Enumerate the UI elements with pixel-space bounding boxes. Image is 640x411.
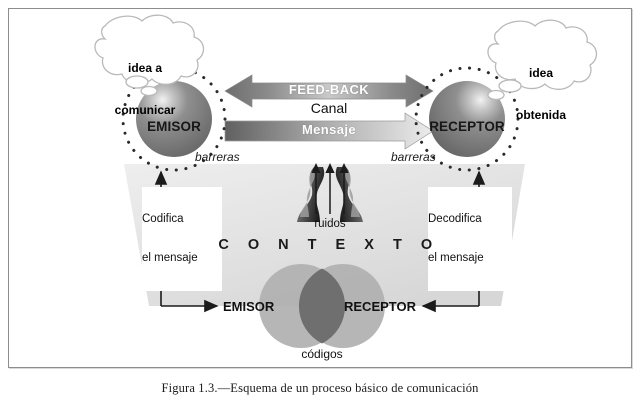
codigos-label: códigos bbox=[301, 347, 343, 361]
figure-caption: Figura 1.3.—Esquema de un proceso básico… bbox=[161, 381, 479, 395]
codigos-venn bbox=[259, 264, 385, 348]
contexto-panel bbox=[124, 164, 525, 306]
figure-frame: idea a comunicar idea obtenida EMISOR RE… bbox=[8, 8, 632, 368]
receptor-label: RECEPTOR bbox=[429, 119, 505, 134]
idea-a-comunicar-text: idea a comunicar bbox=[97, 33, 193, 145]
ruidos-label: ruidos bbox=[314, 218, 346, 230]
idea-obtenida-cloud bbox=[487, 19, 598, 101]
codifica-line2: el mensaje bbox=[142, 252, 198, 264]
ruidos-group bbox=[297, 163, 363, 222]
idea-a-comunicar-line2: comunicar bbox=[114, 103, 176, 117]
feedback-arrow bbox=[224, 74, 434, 108]
decodifica-caption: Decodifica el mensaje bbox=[428, 187, 512, 291]
emisor-label: EMISOR bbox=[147, 119, 201, 134]
receptor-barreras-label: barreras bbox=[391, 150, 436, 164]
emisor-sphere bbox=[136, 81, 212, 157]
receptor-sphere bbox=[429, 81, 505, 157]
venn-emisor-label: EMISOR bbox=[223, 299, 275, 314]
codifica-line1: Codifica bbox=[142, 213, 184, 225]
venn-receptor-label: RECEPTOR bbox=[344, 299, 416, 314]
emisor-barreras-label: barreras bbox=[195, 150, 240, 164]
mensaje-label: Mensaje bbox=[301, 122, 357, 137]
mensaje-arrow bbox=[224, 112, 434, 150]
contexto-label: C O N T E X T O bbox=[218, 237, 440, 253]
receptor-barrier-ring bbox=[414, 66, 520, 172]
canal-label: Canal bbox=[310, 100, 348, 116]
communication-process-diagram bbox=[94, 14, 598, 348]
idea-a-comunicar-line1: idea a bbox=[127, 61, 163, 75]
idea-a-comunicar-cloud bbox=[94, 14, 205, 97]
idea-obtenida-text: idea obtenida bbox=[493, 38, 589, 150]
codifica-caption: Codifica el mensaje bbox=[142, 187, 222, 291]
idea-obtenida-line1: idea bbox=[528, 66, 553, 80]
emisor-barrier-ring bbox=[121, 66, 227, 172]
feedback-label: FEED-BACK bbox=[288, 82, 370, 97]
idea-obtenida-line2: obtenida bbox=[516, 108, 566, 122]
decodifica-line2: el mensaje bbox=[428, 252, 484, 264]
decodifica-line1: Decodifica bbox=[428, 213, 482, 225]
